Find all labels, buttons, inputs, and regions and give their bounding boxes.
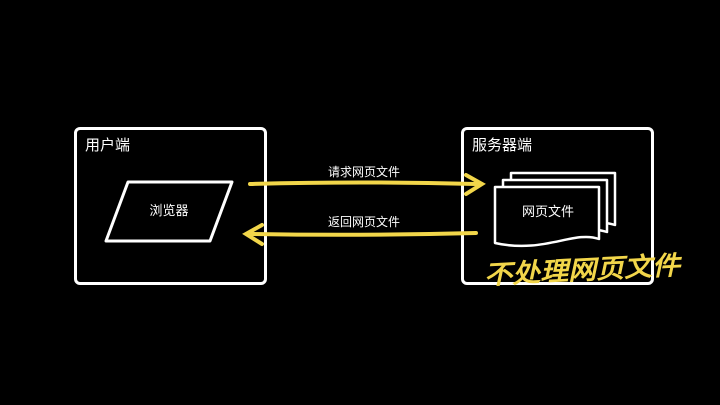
handwritten-annotation: 不处理网页文件 [483,251,684,291]
response-label: 返回网页文件 [328,214,400,229]
request-label: 请求网页文件 [328,164,400,179]
request-arrow [248,173,486,196]
document-label: 网页文件 [522,205,574,220]
server-box: 服务器端 [461,127,654,285]
client-title: 用户端 [85,136,131,154]
response-arrow [242,223,478,246]
browser-label: 浏览器 [149,203,188,219]
document-stack [493,171,617,248]
browser-shape [104,180,234,243]
server-title: 服务器端 [472,136,533,154]
client-box: 用户端 [74,127,267,285]
